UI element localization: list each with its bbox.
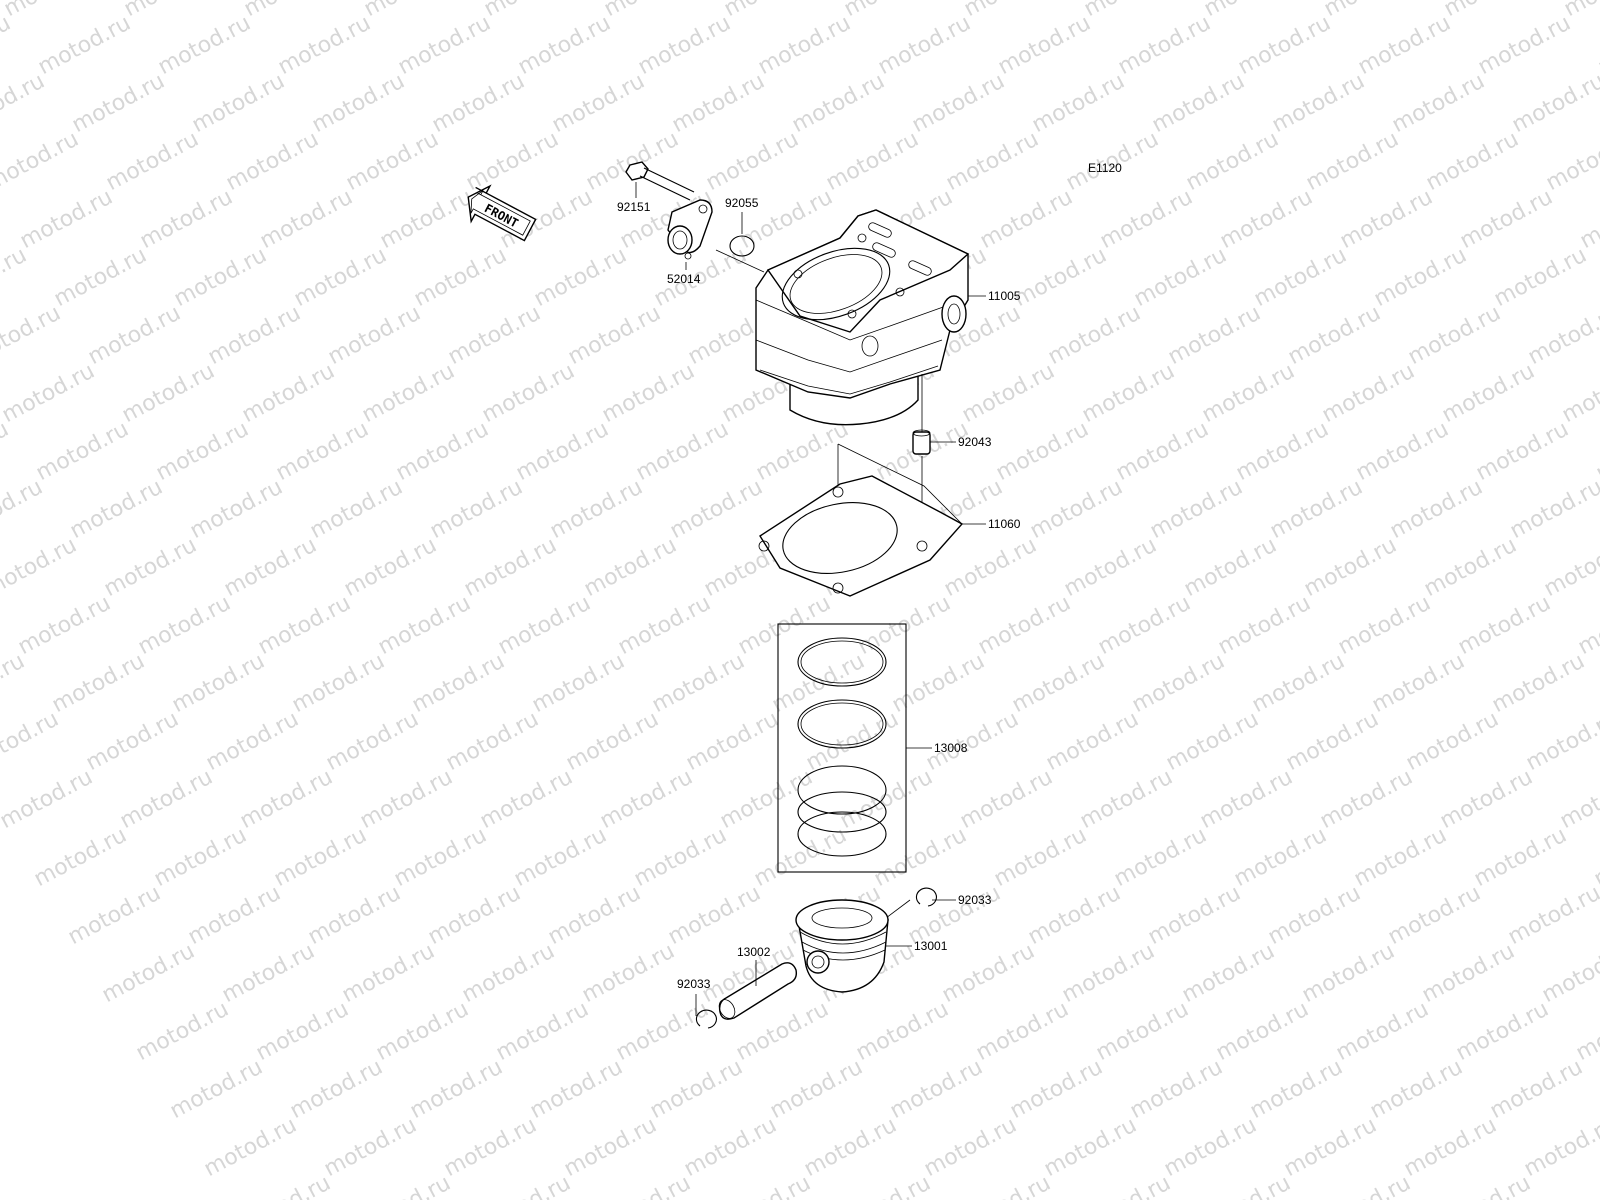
part-label-92055: 92055 [725, 196, 759, 210]
piston-pin-13002 [718, 960, 798, 1020]
part-label-92033-right: 92033 [958, 893, 992, 907]
circlip-92033-left [695, 994, 717, 1029]
part-label-92151: 92151 [617, 200, 651, 214]
piston-ring-set-13008 [777, 623, 932, 873]
part-label-13002: 13002 [737, 945, 771, 959]
part-label-13008: 13008 [934, 741, 968, 755]
piston-13001 [795, 899, 912, 993]
cylinder-11005 [755, 209, 986, 426]
dowel-pin-92043 [912, 374, 956, 548]
part-label-11060: 11060 [988, 517, 1021, 531]
part-label-11005: 11005 [988, 289, 1021, 303]
circlip-92033-right [885, 887, 956, 919]
part-label-52014: 52014 [667, 272, 701, 286]
o-ring-92055 [729, 212, 755, 257]
part-label-92043: 92043 [958, 435, 992, 449]
front-arrow-icon: FRONT [467, 184, 537, 242]
part-label-13001: 13001 [914, 939, 948, 953]
bolt-92151 [625, 161, 695, 201]
gasket-11060 [758, 443, 986, 597]
diagram-code: E1120 [1088, 161, 1122, 175]
fitting-52014 [667, 199, 765, 273]
part-label-92033-left: 92033 [677, 977, 711, 991]
